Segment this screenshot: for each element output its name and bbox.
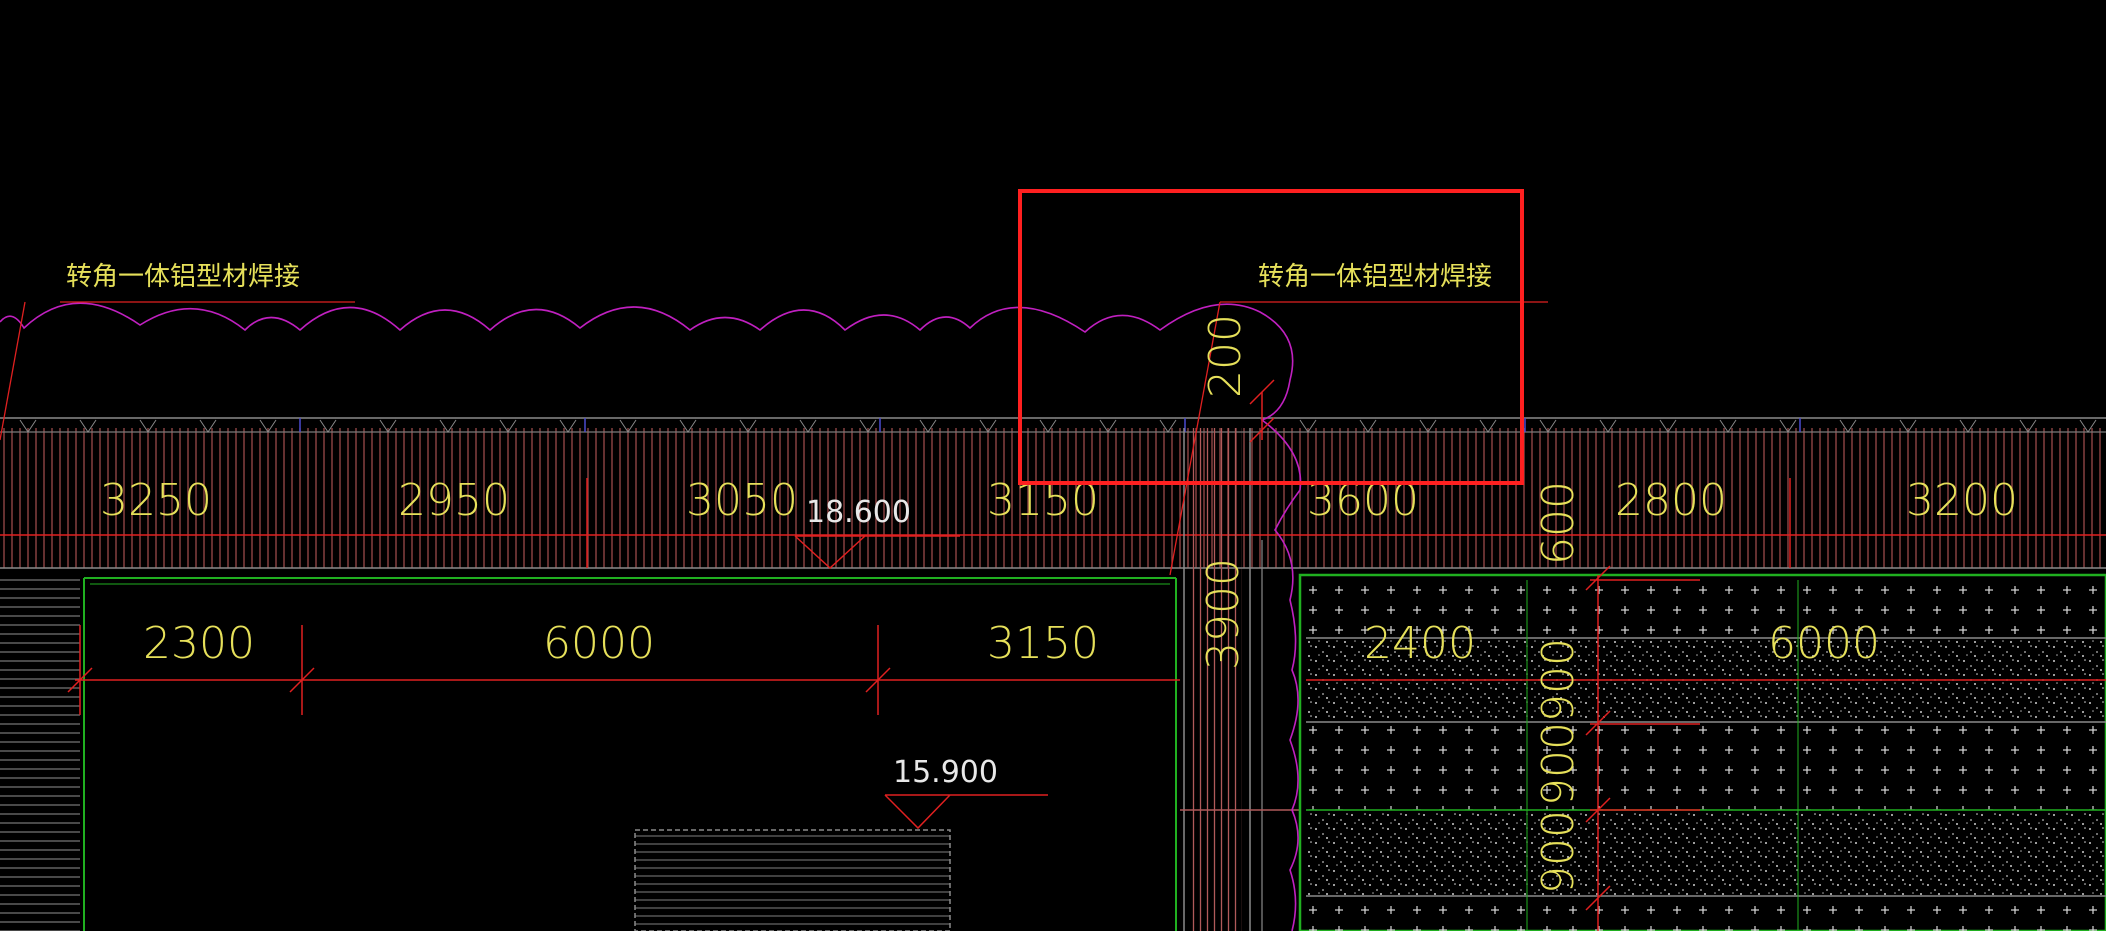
right-speckle-zone-2 [1306,812,2106,896]
note-right-leader-diag [1169,301,1221,576]
dim-top-6: 3200 [1906,475,2018,526]
lower-hatched-item [634,829,951,931]
note-left-leader-diag [0,301,26,441]
right-room-boundary [1298,573,2106,931]
dim-top-0: 3250 [100,475,212,526]
dimension-3900: 3900 [1198,558,1249,670]
band-v-marks [19,419,2097,433]
corner-dimension-ticks [1249,379,1275,443]
hatch-band-top [0,428,2106,568]
dim-top-1: 2950 [398,475,510,526]
right-plus-zone-2 [1306,724,2106,810]
note-left: 转角一体铝型材焊接 [66,262,300,292]
dim-right-0: 2400 [1364,618,1476,669]
highlight-selection-box[interactable] [1018,189,1524,485]
elevation-marker-lower [884,794,1048,830]
hatch-column [1190,428,1242,931]
mid-dimension-slash [67,667,891,693]
dim-right-vert-2: 900 [1533,722,1584,806]
dim-mid-0: 2300 [143,618,255,669]
dim-mid-2: 3150 [987,618,1099,669]
right-plus-zone-3 [1306,898,2106,931]
elevation-marker-upper [794,535,960,570]
elevation-lower-label: 15.900 [893,755,998,790]
dim-top-2: 3050 [686,475,798,526]
right-vert-ticks [1585,565,1700,911]
dim-right-1: 6000 [1768,618,1880,669]
right-plus-zone [1306,582,2106,638]
dim-right-vert-1: 900 [1533,638,1584,722]
dimension-200: 200 [1200,314,1251,398]
note-right: 转角一体铝型材焊接 [1258,262,1492,292]
dim-mid-1: 6000 [543,618,655,669]
revision-cloud [0,302,1302,931]
elevation-upper-label: 18.600 [806,495,911,530]
dim-right-vert-0: 600 [1533,481,1584,565]
left-stair-hatch [0,576,80,931]
dim-top-5: 2800 [1615,475,1727,526]
dim-right-vert-3: 900 [1533,810,1584,894]
